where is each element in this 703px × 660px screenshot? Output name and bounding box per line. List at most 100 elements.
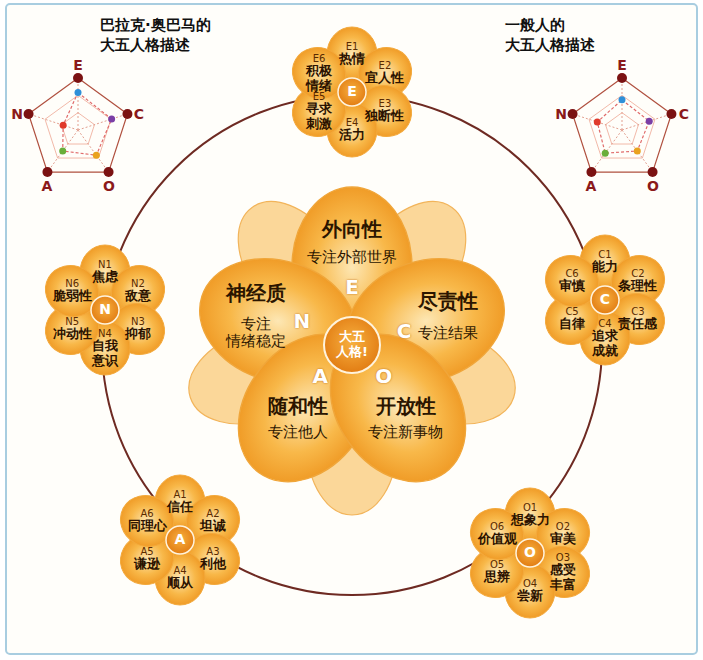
facet-name: 冲动性: [53, 327, 92, 342]
factor-name: 随和性: [268, 395, 328, 417]
facet-code: N1: [98, 259, 112, 270]
axis-label: O: [103, 177, 115, 195]
radar-vertex: [24, 109, 34, 119]
facet-name: 活力: [339, 128, 365, 143]
radar-vertex: [104, 167, 114, 177]
radar-point: [634, 148, 641, 155]
radar-data: [63, 93, 112, 156]
axis-label: C: [679, 105, 689, 123]
facet-name: 利他: [200, 557, 226, 572]
facet-name: 条理性: [618, 279, 657, 294]
facet-code: O5: [490, 559, 504, 570]
facet-code: O6: [490, 521, 504, 532]
facet-name: 追求 成就: [592, 329, 618, 358]
facet-name: 感受 丰富: [550, 563, 576, 592]
factor-letter: N: [99, 302, 111, 318]
facet-code: N3: [131, 316, 145, 327]
axis-label: E: [617, 56, 627, 74]
facet-code: A5: [140, 546, 153, 557]
back-petals: [176, 181, 527, 515]
axis-label: A: [586, 177, 597, 195]
facet-code: C6: [565, 268, 578, 279]
radar-vertex: [648, 167, 658, 177]
factor-letter: O: [375, 365, 392, 387]
factor-focus: 专注 情绪稳定: [226, 316, 286, 350]
facet-flower: A1信任A2坦诚A3利他A4顺从A5谦逊A6同理心A: [110, 470, 250, 610]
facet-code: A1: [173, 489, 186, 500]
facet-name: 敌意: [125, 289, 151, 304]
axis-label: O: [647, 177, 659, 195]
facet-name: 自律: [559, 317, 585, 332]
radar-axis: [78, 114, 127, 130]
radar-outline: [29, 78, 128, 172]
facet-code: E1: [346, 41, 359, 52]
facet-name: 脆弱性: [53, 289, 92, 304]
facet-flower: E1热情E2宜人性E3独断性E4活力E5寻求 刺激E6积极 情绪E: [282, 22, 422, 162]
radar-vertex: [122, 109, 132, 119]
factor-focus: 专注结果: [418, 324, 478, 341]
facet-name: 审慎: [559, 279, 585, 294]
facet-name: 责任感: [618, 317, 657, 332]
axis-label: C: [134, 105, 144, 123]
core-text-box: 大五 人格!: [322, 315, 382, 375]
facet-name: 同理心: [128, 519, 167, 534]
radar-point: [108, 116, 115, 123]
facet-code: N6: [65, 278, 79, 289]
radar-point: [619, 96, 626, 103]
radar-axis: [78, 78, 79, 130]
factor-focus: 专注新事物: [368, 424, 443, 441]
radar-axis: [622, 78, 623, 130]
axis-label: A: [42, 177, 53, 195]
radar-point: [594, 118, 601, 125]
radar-data: [597, 100, 649, 153]
axis-label: N: [11, 105, 23, 123]
facet-code: E4: [346, 117, 359, 128]
radar-outline: [573, 78, 672, 172]
axis-label: E: [73, 56, 83, 74]
ring: [102, 95, 602, 595]
radar-axis: [591, 130, 622, 172]
facet-name: 热情: [339, 52, 365, 67]
radar-vertex: [586, 167, 596, 177]
radar-axis: [622, 130, 653, 172]
facet-name: 思辨: [484, 570, 510, 585]
facet-name: 顺从: [167, 576, 193, 591]
radar-axis: [29, 114, 78, 130]
radar-chart: [568, 73, 677, 177]
frame: [6, 4, 697, 654]
facet-code: O4: [523, 578, 537, 589]
radar-axis: [573, 114, 622, 130]
facet-code: N2: [131, 278, 145, 289]
facet-code: O2: [556, 521, 570, 532]
radar-point: [75, 89, 82, 96]
core-label: 大五 人格!: [336, 330, 368, 359]
factor-letter: A: [312, 365, 327, 387]
factor-letter: E: [347, 84, 357, 100]
facet-name: 自我 意识: [92, 339, 118, 368]
facet-code: C1: [598, 249, 611, 260]
chart-title: 巴拉克·奥巴马的 大五人格描述: [100, 16, 230, 55]
facet-name: 想象力: [511, 513, 550, 528]
facet-flower: N1焦虑N2敌意N3抑郁N4自我 意识N5冲动性N6脆弱性N: [35, 240, 175, 380]
radar-vertex: [617, 73, 627, 83]
radar-vertex: [73, 73, 83, 83]
radar-chart: [24, 73, 133, 177]
factor-letter: E: [345, 276, 359, 298]
facet-name: 价值观: [478, 532, 517, 547]
radar-vertex: [666, 109, 676, 119]
factor-letter: C: [397, 320, 412, 342]
factor-letter: O: [524, 545, 536, 561]
core-circle: 大五 人格!: [322, 315, 382, 375]
factor-letter: N: [293, 310, 310, 332]
radar-point: [602, 150, 609, 157]
facet-code: E2: [379, 60, 392, 71]
radar-point: [60, 122, 67, 129]
facet-name: 尝新: [517, 589, 543, 604]
radar-point: [646, 118, 653, 125]
facet-code: C3: [631, 306, 644, 317]
facet-code: C5: [565, 306, 578, 317]
factor-name: 开放性: [376, 395, 436, 417]
facet-code: E3: [379, 98, 392, 109]
factor-name: 神经质: [226, 282, 286, 304]
